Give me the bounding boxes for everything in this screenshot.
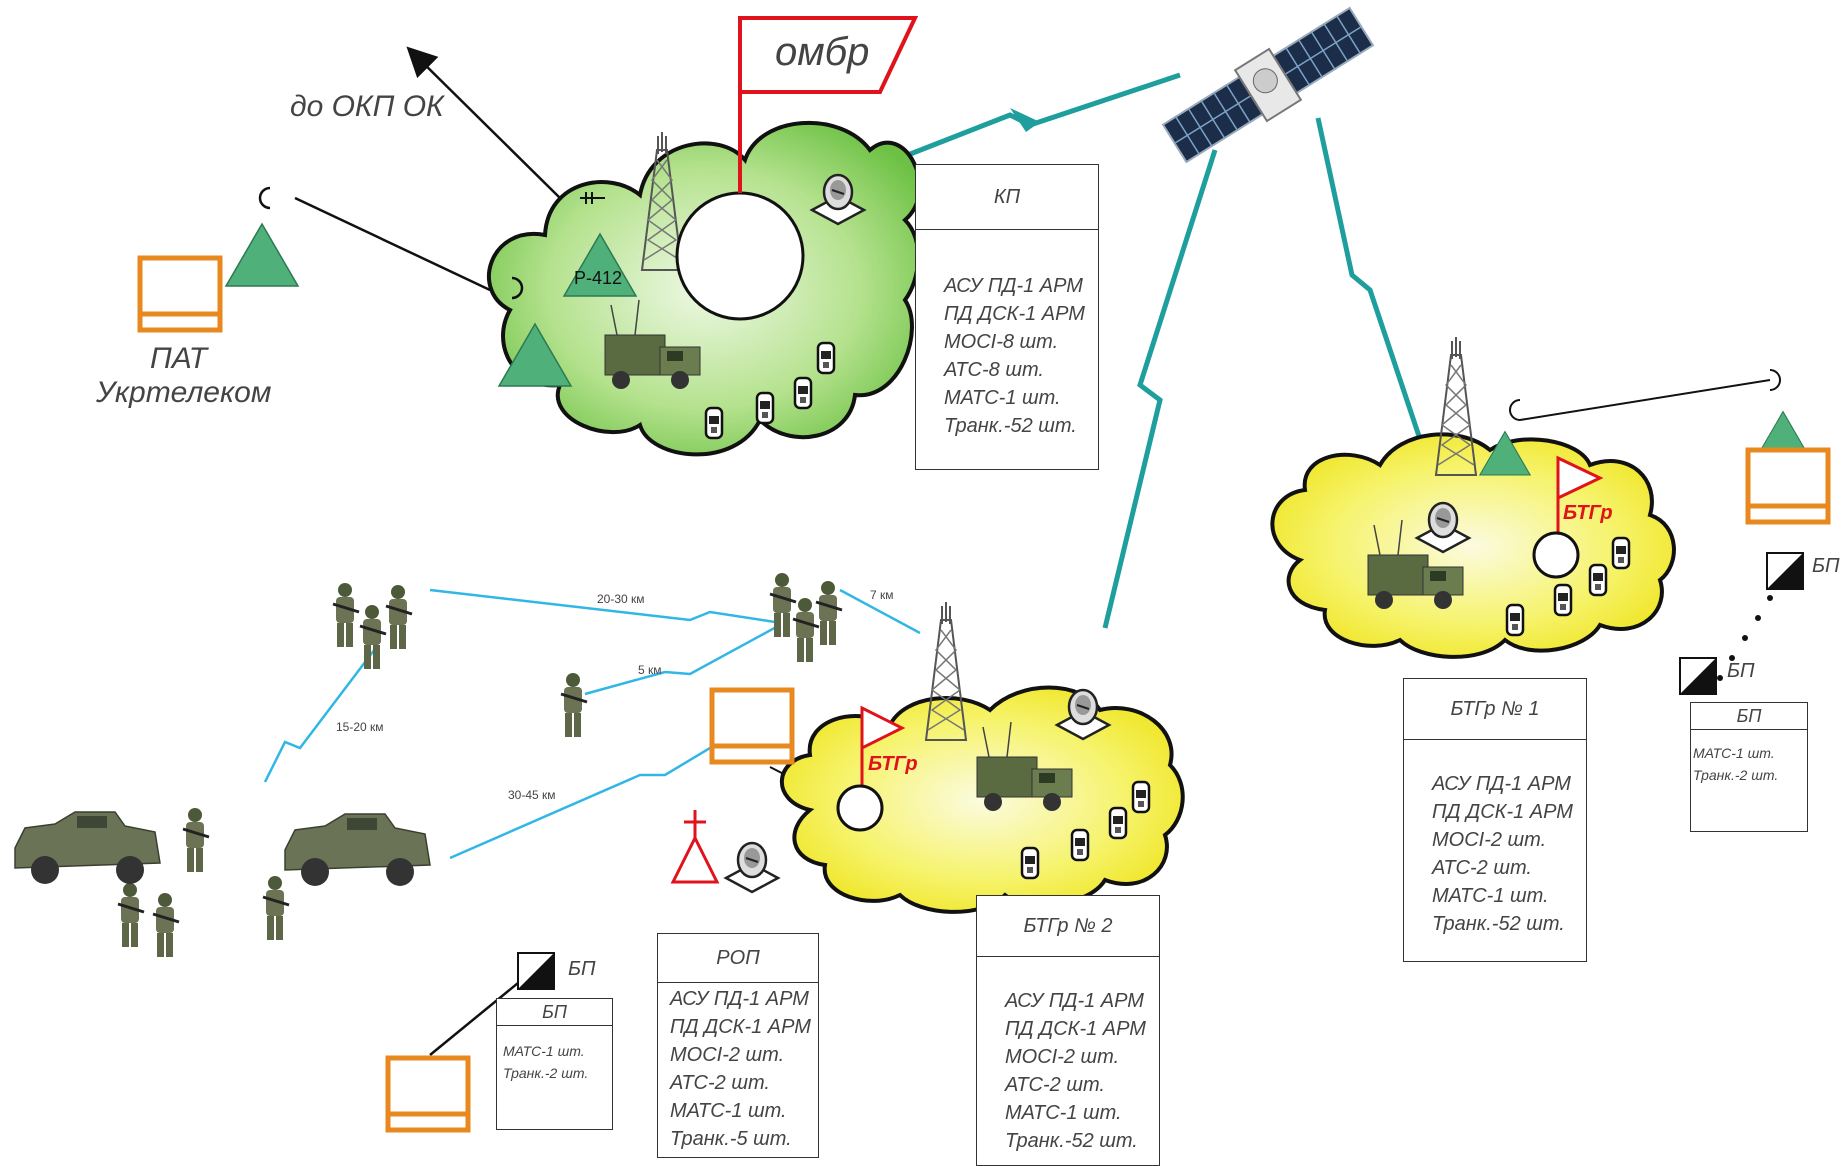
info-item: MOCI-8 шт. [944, 331, 1059, 353]
info-box-title: БТГр № 1 [1404, 679, 1586, 740]
soldier-group-icon [116, 571, 844, 959]
info-item: MOCI-2 шт. [670, 1044, 785, 1066]
info-item: АСУ ПД-1 АРМ [1432, 773, 1571, 795]
info-item: АСУ ПД-1 АРМ [944, 275, 1083, 297]
info-item: Транк.-52 шт. [1432, 913, 1565, 935]
info-box-title: КП [916, 165, 1098, 230]
pat-link-line [294, 196, 491, 292]
distance-label: 5 км [638, 663, 662, 677]
info-item: MOCI-2 шт. [1432, 829, 1547, 851]
info-box-items: АСУ ПД-1 АРМ ПД ДСК-1 АРМ MOCI-2 шт. АТС… [977, 957, 1159, 1155]
info-item: МАТС-1 шт. [1432, 885, 1549, 907]
btgr1-link-line [1519, 379, 1771, 421]
info-box-title: РОП [658, 934, 818, 983]
info-item: АТС-2 шт. [1432, 857, 1532, 879]
info-item: ПД ДСК-1 АРМ [944, 303, 1085, 325]
info-box-items: АСУ ПД-1 АРМ ПД ДСК-1 АРМ MOCI-2 шт. АТС… [658, 983, 818, 1153]
distance-label: 7 км [870, 588, 894, 602]
info-box-title: БТГр № 2 [977, 896, 1159, 957]
info-item: АТС-8 шт. [944, 359, 1044, 381]
info-item: АТС-2 шт. [670, 1072, 770, 1094]
info-box-btgr1: БТГр № 1 АСУ ПД-1 АРМ ПД ДСК-1 АРМ MOCI-… [1403, 678, 1587, 962]
info-item: ПД ДСК-1 АРМ [670, 1016, 811, 1038]
terminal-icon [712, 690, 792, 762]
distance-label: 30-45 км [508, 788, 556, 802]
info-box-bp-left: БП МАТС-1 шт. Транк.-2 шт. [496, 998, 613, 1130]
info-box-bp-right: БП МАТС-1 шт. Транк.-2 шт. [1690, 702, 1808, 832]
info-item: Транк.-2 шт. [1693, 767, 1779, 783]
info-item: MOCI-2 шт. [1005, 1046, 1120, 1068]
distance-label: 20-30 км [597, 592, 645, 606]
info-item: МАТС-1 шт. [1693, 745, 1775, 761]
satellite-link-kp [894, 72, 1181, 163]
info-item: Транк.-2 шт. [503, 1065, 589, 1081]
info-item: МАТС-1 шт. [503, 1043, 585, 1059]
satellite-link-btgr2 [1102, 149, 1218, 629]
humvee-icon [14, 811, 161, 885]
distance-label: 15-20 км [336, 720, 384, 734]
humvee-icon [284, 813, 431, 887]
arrow-to-okp [406, 46, 561, 199]
flag-omb [738, 16, 919, 193]
bp-icon [517, 952, 555, 990]
bp-label: БП [1727, 660, 1755, 682]
terminal-icon [140, 258, 220, 330]
info-item: Транк.-5 шт. [670, 1128, 792, 1150]
flag-btgr2 [860, 705, 906, 790]
flag-btgr1-label: БТГр [1563, 502, 1613, 524]
pat-label-line2: Укртелеком [96, 376, 272, 409]
pat-label-line1: ПАТ [149, 342, 208, 375]
antenna-icon [225, 223, 299, 287]
info-box-items: АСУ ПД-1 АРМ ПД ДСК-1 АРМ MOCI-2 шт. АТС… [1404, 740, 1586, 938]
arrow-okp-label: до ОКП ОК [290, 90, 444, 123]
satellite-link-btgr1 [1315, 117, 1435, 476]
info-item: МАТС-1 шт. [670, 1100, 787, 1122]
flag-btgr2-label: БТГр [868, 753, 918, 775]
bp-label: БП [568, 958, 596, 980]
info-box-title: БП [497, 999, 612, 1026]
info-box-title: БП [1691, 703, 1807, 730]
dish-icon [724, 841, 780, 894]
bp-icon [1766, 552, 1804, 590]
info-box-btgr2: БТГр № 2 АСУ ПД-1 АРМ ПД ДСК-1 АРМ MOCI-… [976, 895, 1160, 1166]
btgr1-node-circle [1532, 531, 1580, 579]
info-box-rop: РОП АСУ ПД-1 АРМ ПД ДСК-1 АРМ MOCI-2 шт.… [657, 933, 819, 1158]
flag-omb-label: омбр [775, 30, 870, 74]
flag-btgr1 [1556, 455, 1604, 540]
terminal-icon [388, 1058, 468, 1130]
bp-right-dotted-line [1717, 595, 1773, 681]
info-box-items: АСУ ПД-1 АРМ ПД ДСК-1 АРМ MOCI-8 шт. АТС… [916, 230, 1098, 440]
btgr2-node-circle [836, 784, 884, 832]
terminal-icon [1748, 450, 1828, 522]
info-item: АСУ ПД-1 АРМ [670, 988, 809, 1010]
info-item: МАТС-1 шт. [1005, 1102, 1122, 1124]
rop-antenna-icon [670, 810, 720, 884]
bp-label: БП [1812, 555, 1840, 577]
info-box-items: МАТС-1 шт. Транк.-2 шт. [1691, 730, 1807, 786]
satellite-icon [1161, 6, 1375, 164]
info-item: АСУ ПД-1 АРМ [1005, 990, 1144, 1012]
kp-node-circle [675, 191, 805, 321]
bp-icon [1679, 657, 1717, 695]
info-item: Транк.-52 шт. [944, 415, 1077, 437]
info-item: ПД ДСК-1 АРМ [1432, 801, 1573, 823]
info-item: Транк.-52 шт. [1005, 1130, 1138, 1152]
info-item: АТС-2 шт. [1005, 1074, 1105, 1096]
info-box-kp: КП АСУ ПД-1 АРМ ПД ДСК-1 АРМ MOCI-8 шт. … [915, 164, 1099, 470]
pat-label: ПАТ Укртелеком [96, 342, 272, 410]
info-item: ПД ДСК-1 АРМ [1005, 1018, 1146, 1040]
radio-r412-label: Р-412 [574, 268, 623, 288]
info-item: МАТС-1 шт. [944, 387, 1061, 409]
info-box-items: МАТС-1 шт. Транк.-2 шт. [497, 1026, 612, 1084]
